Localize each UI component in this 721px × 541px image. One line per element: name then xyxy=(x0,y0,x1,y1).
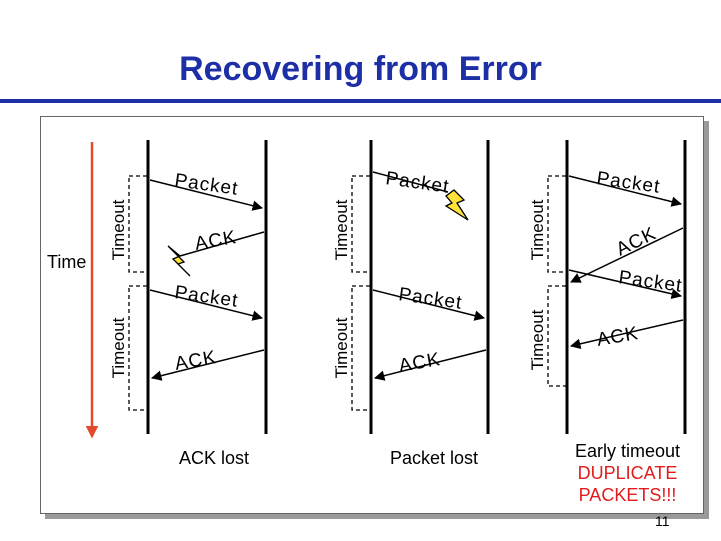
packet-arrow xyxy=(372,289,486,321)
ack-label: ACK xyxy=(397,349,442,377)
timeout-box xyxy=(547,175,568,273)
ack-label: ACK xyxy=(613,223,660,260)
timeout-label: Timeout xyxy=(109,199,128,260)
packet-label: Packet xyxy=(397,284,463,314)
early-timeout-text: Early timeout xyxy=(574,441,681,461)
timeout-label: Timeout xyxy=(109,317,128,378)
lightning-icon xyxy=(167,245,191,277)
slide-title: Recovering from Error xyxy=(179,50,542,88)
packet-label: Packet xyxy=(173,170,239,200)
ack-arrow xyxy=(373,349,487,381)
ack-label: ACK xyxy=(595,323,640,351)
caption-early-timeout: Early timeout DUPLICATE PACKETS!!! xyxy=(560,440,695,506)
duplicate-packets-line1: DUPLICATE xyxy=(577,463,678,483)
packet-label: Packet xyxy=(617,267,683,297)
ack-arrow xyxy=(570,227,684,283)
packet-label: Packet xyxy=(384,168,450,198)
packet-arrow xyxy=(149,179,264,211)
ack-arrow xyxy=(179,231,265,257)
duplicate-packets-line2: PACKETS!!! xyxy=(578,485,677,505)
timeout-box xyxy=(547,285,568,387)
ack-arrow xyxy=(150,349,265,381)
packet-arrow xyxy=(149,289,264,321)
ack-arrow xyxy=(569,319,684,349)
timeout-label: Timeout xyxy=(332,199,351,260)
packet-arrow xyxy=(568,175,683,207)
timeout-label: Timeout xyxy=(528,199,547,260)
lightning-icon xyxy=(444,189,469,221)
packet-arrow xyxy=(568,269,683,299)
timeout-box xyxy=(351,285,372,411)
timeout-label: Timeout xyxy=(332,317,351,378)
ack-label: ACK xyxy=(193,227,238,255)
ack-label: ACK xyxy=(173,347,218,375)
packet-arrow xyxy=(372,171,449,193)
packet-label: Packet xyxy=(173,282,239,312)
title-rule xyxy=(0,99,721,103)
caption-packet-lost: Packet lost xyxy=(389,448,479,468)
timeout-box xyxy=(351,175,372,273)
timeout-box xyxy=(128,285,149,411)
page-number: 11 xyxy=(655,513,670,529)
packet-label: Packet xyxy=(595,168,661,198)
caption-ack-lost: ACK lost xyxy=(178,448,250,468)
timeout-box xyxy=(128,175,149,273)
time-label: Time xyxy=(47,252,86,272)
timeout-label: Timeout xyxy=(528,309,547,370)
